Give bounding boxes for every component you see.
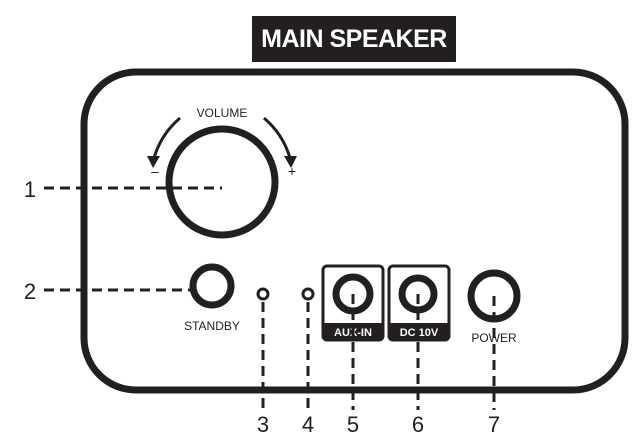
callout-1: 1 — [24, 177, 36, 202]
volume-label: VOLUME — [197, 106, 248, 120]
callout-7: 7 — [488, 412, 500, 437]
volume-minus: – — [151, 163, 159, 179]
standby-label: STANDBY — [184, 319, 240, 333]
callout-5: 5 — [347, 412, 359, 437]
volume-arc — [147, 116, 297, 168]
callout-4: 4 — [302, 412, 314, 437]
volume-knob[interactable] — [165, 125, 279, 239]
arrow-left-icon — [147, 156, 160, 168]
dc-jack[interactable] — [387, 264, 451, 342]
callout-2: 2 — [24, 279, 36, 304]
title-text: MAIN SPEAKER — [261, 24, 447, 53]
volume-plus: + — [288, 163, 296, 179]
standby-button[interactable] — [189, 263, 235, 309]
leader-lines — [44, 186, 496, 410]
indicator-3 — [256, 287, 270, 301]
title-banner: MAIN SPEAKER — [252, 16, 456, 62]
callout-3: 3 — [257, 412, 269, 437]
indicator-4 — [301, 287, 315, 301]
callout-6: 6 — [412, 412, 424, 437]
arrow-right-icon — [284, 156, 297, 168]
